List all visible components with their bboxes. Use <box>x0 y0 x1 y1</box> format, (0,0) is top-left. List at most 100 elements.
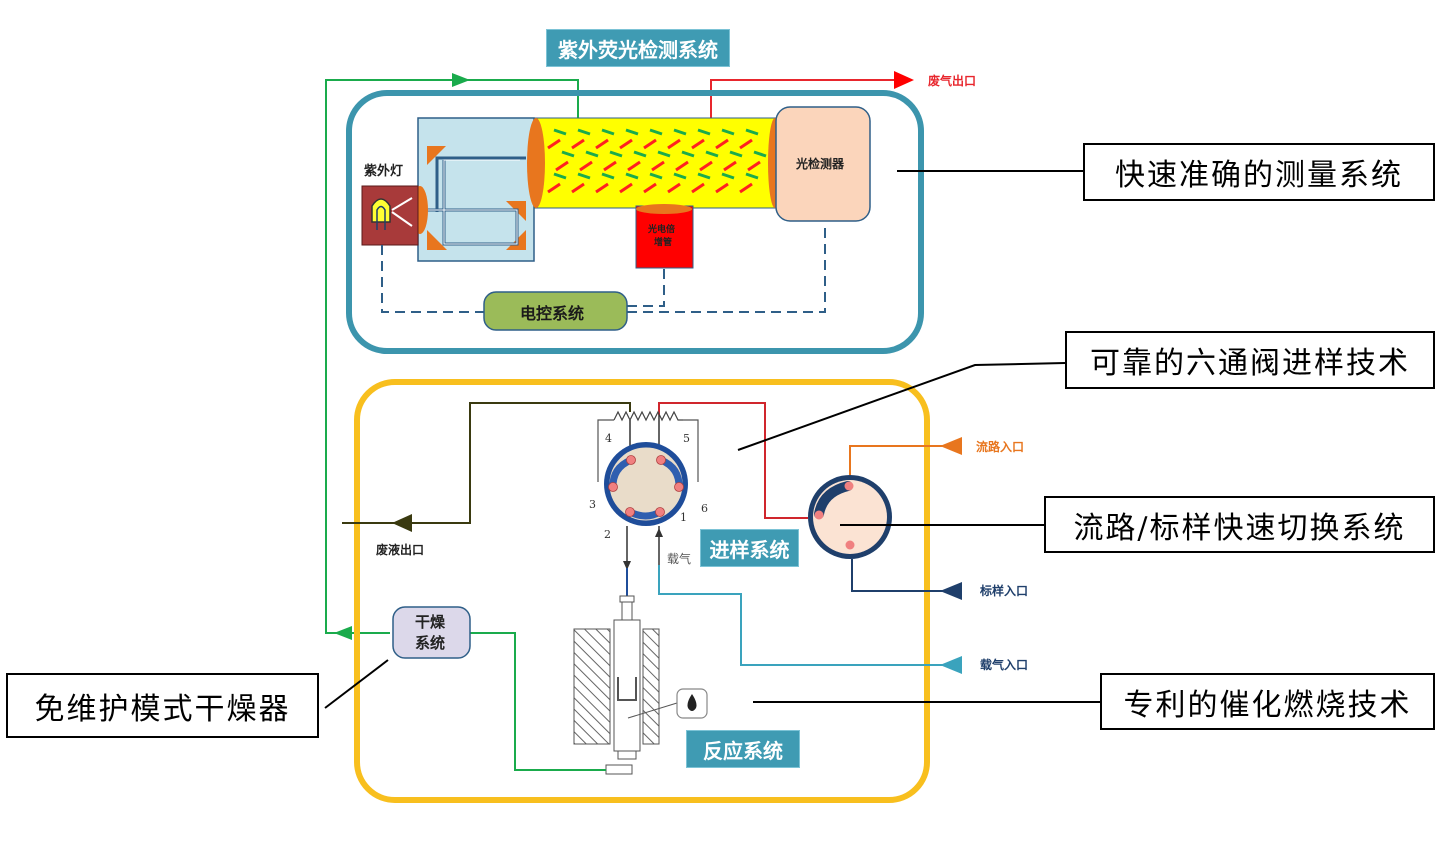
catalyst <box>617 677 637 701</box>
valve-port-label: 4 <box>605 432 612 445</box>
flame-pointer <box>627 702 678 719</box>
excited-molecule-arrow <box>745 172 759 180</box>
so2-molecule-arrow <box>667 138 681 150</box>
pmt-top <box>636 204 692 214</box>
furnace-left <box>573 628 611 745</box>
excited-molecule-arrow <box>721 128 735 136</box>
excited-molecule-arrow <box>561 150 575 158</box>
pmt-label-line1: 光电倍 <box>648 225 676 235</box>
valve-port-label: 1 <box>680 511 687 524</box>
excited-molecule-arrow <box>577 128 591 136</box>
callout-leader <box>737 362 1066 451</box>
mirror <box>427 230 447 250</box>
valve-port <box>625 507 635 517</box>
valve-port-label: 2 <box>604 528 611 541</box>
uv-lamp-filament <box>376 205 386 230</box>
so2-molecule-arrow <box>627 160 641 172</box>
so2-molecule-arrow <box>715 138 729 150</box>
control-system-box <box>483 291 628 331</box>
light-path-inner <box>402 159 520 245</box>
excited-molecule-arrow <box>577 172 591 180</box>
waste-arrow-head <box>392 514 412 532</box>
so2-molecule-arrow <box>739 182 753 194</box>
exhaust-gas-label: 废气出口 <box>928 74 977 88</box>
valve-port <box>674 482 684 492</box>
so2-molecule-arrow <box>691 138 705 150</box>
valve-loop-frame <box>597 419 614 482</box>
so2-molecule-arrow <box>675 160 689 172</box>
green-arrow-head-bottom <box>334 626 352 640</box>
excited-molecule-arrow <box>753 150 767 158</box>
waste-liquid-label: 废液出口 <box>376 543 425 557</box>
valve-port <box>626 455 636 465</box>
so2-molecule-arrow <box>691 182 705 194</box>
so2-molecule-arrow <box>571 182 585 194</box>
pmt-label-line2: 增管 <box>654 238 673 248</box>
reactor-neck <box>621 601 633 621</box>
excited-molecule-arrow <box>697 172 711 180</box>
valve-port-label: 5 <box>683 432 690 445</box>
light-path <box>435 156 526 212</box>
excited-molecule-arrow <box>553 172 567 180</box>
valve-port-label: 6 <box>701 502 708 515</box>
so2-molecule-arrow <box>739 138 753 150</box>
callout-leader <box>324 659 389 709</box>
dryer-label-line2: 系统 <box>415 634 446 652</box>
excited-molecule-arrow <box>625 128 639 136</box>
carrier-inlet-label: 载气入口 <box>980 658 1029 672</box>
reaction-system-tag: 反应系统 <box>686 730 800 768</box>
control-system-label: 电控系统 <box>520 304 585 323</box>
dryer-label-line1: 干燥 <box>415 613 446 631</box>
excited-molecule-arrow <box>601 128 615 136</box>
control-wire <box>627 268 665 307</box>
standard-inlet-label: 标样入口 <box>980 584 1029 598</box>
so2-molecule-arrow <box>715 182 729 194</box>
so2-molecule-arrow <box>643 182 657 194</box>
standard-inlet-line <box>851 559 962 592</box>
so2-molecule-arrow <box>667 182 681 194</box>
excited-molecule-arrow <box>673 172 687 180</box>
valve-rotor <box>609 447 683 521</box>
so2-molecule-arrow <box>603 160 617 172</box>
excited-molecule-arrow <box>729 150 743 158</box>
carrier-inlet-line <box>658 565 962 666</box>
green-arrow-head-top <box>452 73 470 87</box>
sample-loop-coil <box>613 410 683 422</box>
excited-molecule-arrow <box>681 150 695 158</box>
control-wire <box>381 245 484 313</box>
so2-molecule-arrow <box>651 160 665 172</box>
excited-molecule-arrow <box>721 172 735 180</box>
so2-molecule-arrow <box>571 138 585 150</box>
photomultiplier-tube <box>635 205 694 269</box>
carrier-inlet-arrow <box>940 656 962 674</box>
switch-port <box>814 510 824 520</box>
so2-molecule-arrow <box>747 160 761 172</box>
uv-ray <box>391 211 413 227</box>
switch-port <box>845 540 855 550</box>
waste-liquid-line <box>342 402 631 524</box>
so2-molecule-arrow <box>547 138 561 150</box>
exhaust-line <box>710 79 898 118</box>
excited-molecule-arrow <box>601 172 615 180</box>
valve-loop-frame <box>683 419 699 482</box>
detection-system-frame <box>346 90 924 354</box>
reactor-outlet-elbow <box>605 764 633 775</box>
excited-molecule-arrow <box>657 150 671 158</box>
flowpath-inlet-label: 流路入口 <box>976 440 1025 454</box>
valve-port <box>656 455 666 465</box>
callout-six-port-valve: 可靠的六通阀进样技术 <box>1065 331 1435 389</box>
mirror <box>427 146 446 165</box>
excited-molecule-arrow <box>609 150 623 158</box>
carrier-gas-label: 载气 <box>667 552 692 566</box>
photodetector <box>775 106 871 222</box>
detection-system-title: 紫外荧光检测系统 <box>546 29 730 67</box>
excited-molecule-arrow <box>705 150 719 158</box>
photodetector-label: 光检测器 <box>796 157 845 171</box>
reactor-fitting <box>619 595 635 603</box>
reactor-bottom-fitting <box>617 750 637 760</box>
molecule-arrows <box>547 128 767 194</box>
callout-maintenance-free-dryer: 免维护模式干燥器 <box>6 673 319 738</box>
so2-molecule-arrow <box>723 160 737 172</box>
callout-switching-system: 流路/标样快速切换系统 <box>1044 496 1435 553</box>
